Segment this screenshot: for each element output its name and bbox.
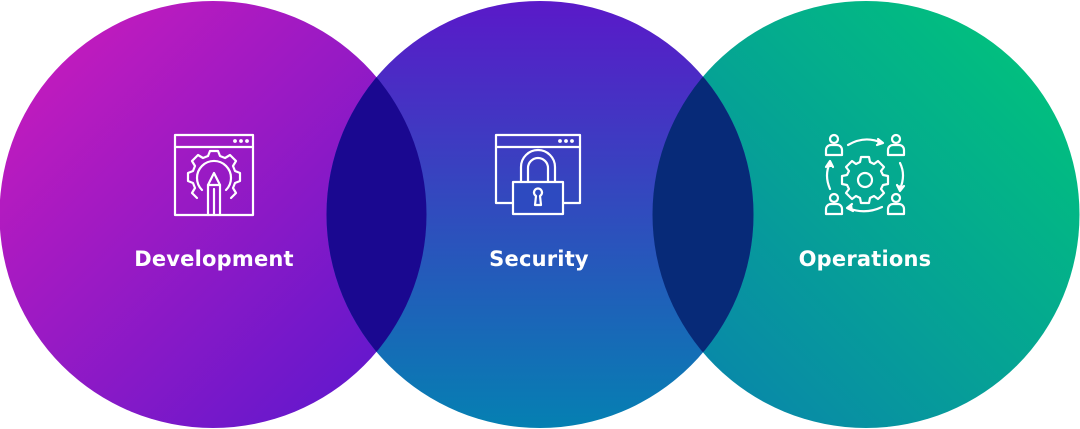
circle-operations [652, 1, 1080, 428]
node-security: Security [389, 133, 689, 271]
label-operations: Operations [798, 247, 932, 271]
browser-padlock-icon [494, 133, 582, 216]
people-cycle-gear-icon [824, 133, 906, 216]
browser-gear-pencil-icon [173, 133, 255, 217]
node-development: Development [64, 133, 364, 271]
label-development: Development [134, 247, 294, 271]
label-security: Security [489, 247, 589, 271]
node-operations: Operations [715, 133, 1015, 271]
